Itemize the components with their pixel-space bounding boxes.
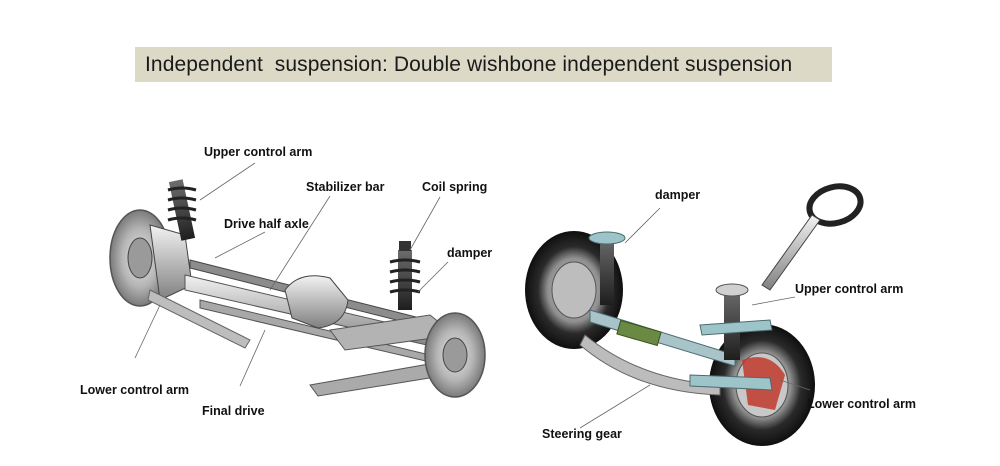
final-drive-housing-icon	[284, 275, 349, 329]
label-upper-control-arm: Upper control arm	[204, 145, 313, 159]
label-lower-control-arm-left: Lower control arm	[80, 383, 190, 397]
label-coil-spring: Coil spring	[422, 180, 488, 194]
left-strut-icon	[168, 179, 196, 241]
left-suspension-drawing	[109, 162, 486, 398]
label-steering-gear: Steering gear	[542, 427, 622, 441]
upper-arm-icon	[699, 319, 773, 336]
label-damper-left: damper	[447, 246, 493, 260]
label-final-drive: Final drive	[202, 404, 265, 418]
label-drive-half-axle: Drive half axle	[224, 217, 309, 231]
steering-wheel-icon	[806, 183, 864, 227]
right-suspension-drawing	[525, 183, 864, 446]
steering-column-icon	[761, 214, 821, 291]
page-title: Independent suspension: Double wishbone …	[145, 52, 793, 76]
title-banner: Independent suspension: Double wishbone …	[135, 47, 832, 82]
lower-arm-icon	[689, 374, 773, 391]
label-upper-control-arm-right: Upper control arm	[795, 282, 904, 296]
label-stabilizer-bar: Stabilizer bar	[306, 180, 385, 194]
label-lower-control-arm-right: Lower control arm	[807, 397, 917, 411]
label-damper-right: damper	[655, 188, 701, 202]
